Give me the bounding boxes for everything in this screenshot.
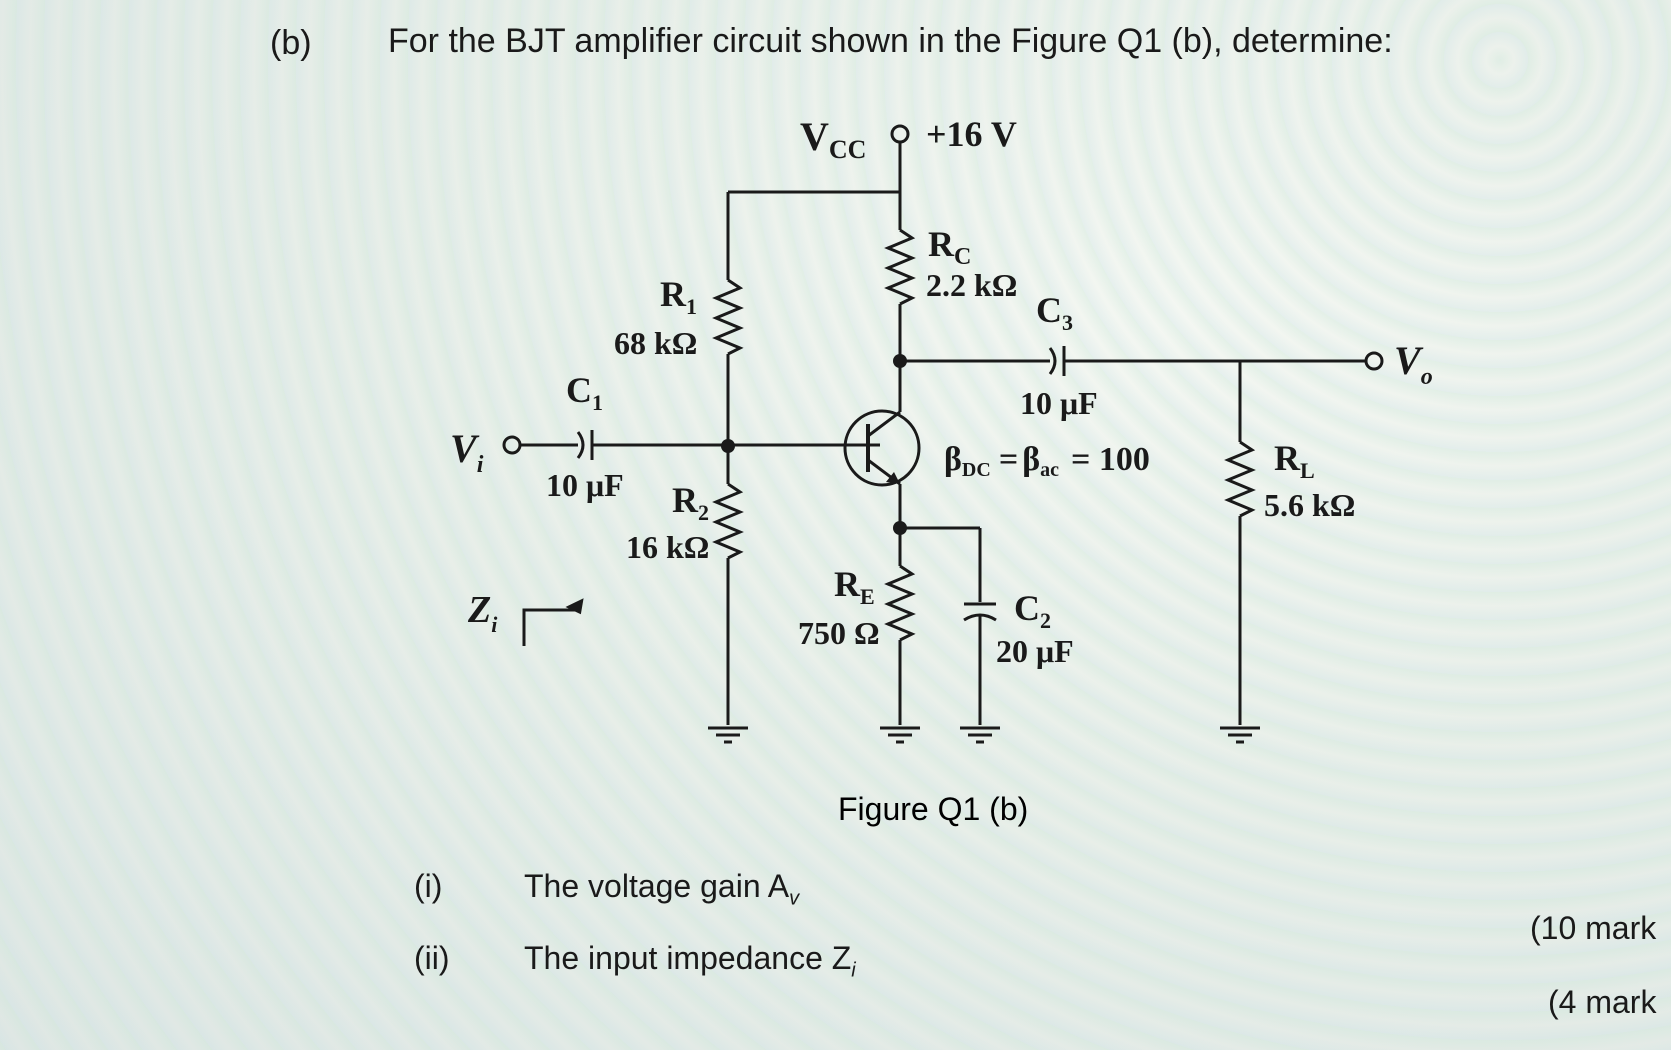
re-resistor [884,564,916,642]
marks-label: (4 mark [1548,984,1657,1020]
zi-label: Zi [467,589,498,637]
c1-value: 10 μF [546,467,624,503]
vcc-terminal [890,124,910,144]
subquestion-text: The input impedance Zi [524,940,856,982]
r2-resistor [712,482,744,560]
zi-arrow-head [565,598,584,615]
c2-value: 20 μF [996,633,1074,669]
vcc-label: VCC [800,114,866,164]
c1-capacitor-curved-plate [576,431,585,459]
vcc-value: +16 V [926,114,1017,154]
vo-terminal [1364,351,1384,371]
ground-symbol [960,726,1000,744]
re-value: 750 Ω [798,615,880,651]
figure-caption: Figure Q1 (b) [838,791,1028,827]
ground-symbol [708,726,748,744]
rl-label: RL [1274,438,1315,483]
rl-value: 5.6 kΩ [1264,487,1355,523]
ground-symbol [1220,726,1260,744]
rl-resistor [1224,440,1256,518]
c1-label: C1 [566,370,603,415]
beta-label: βDC=βac= 100 [944,441,1150,481]
r1-resistor [712,278,744,356]
vi-label: Vi [450,426,484,478]
transistor-body [843,409,921,487]
vo-label: Vo [1394,338,1433,390]
marks-label: (10 mark [1530,910,1657,946]
c3-value: 10 μF [1020,385,1098,421]
zi-arrow-line [522,608,576,646]
emitter-arrow [886,472,900,484]
c3-label: C3 [1036,290,1073,335]
c2-label: C2 [1014,588,1051,633]
question-text: For the BJT amplifier circuit shown in t… [388,22,1393,60]
c3-capacitor-curved-plate [1048,347,1057,375]
subquestion-number: (ii) [414,940,450,976]
ground-symbol [880,726,920,744]
rc-value: 2.2 kΩ [926,267,1017,303]
transistor-collector [867,410,901,438]
vi-terminal [502,435,522,455]
rc-resistor [884,228,916,306]
r1-label: R1 [660,274,697,319]
r2-label: R2 [672,480,709,525]
r2-value: 16 kΩ [626,529,709,565]
r1-value: 68 kΩ [614,325,697,361]
subquestion-number: (i) [414,868,443,904]
re-label: RE [834,564,875,609]
subquestion-text: The voltage gain Av [524,868,800,910]
part-label: (b) [270,24,312,62]
rc-label: RC [928,224,971,270]
